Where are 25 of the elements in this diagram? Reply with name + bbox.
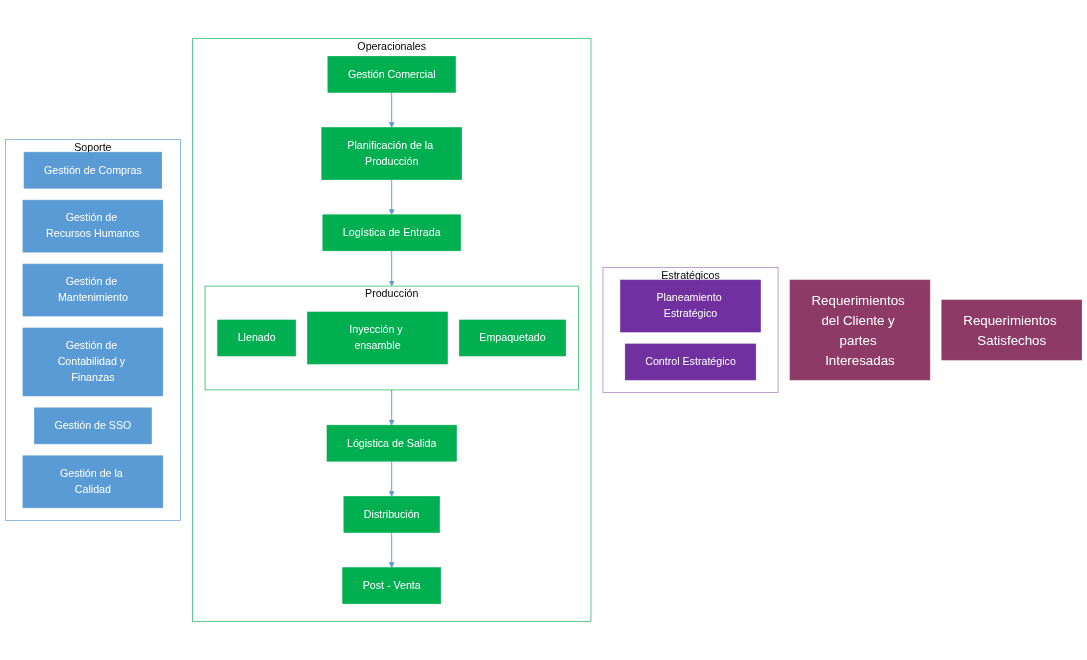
node-box: Gestión Comercial <box>327 56 456 93</box>
node-box: Gestión de Compras <box>23 151 163 189</box>
arrow <box>388 460 395 497</box>
node-box: Control Estratégico <box>624 343 757 381</box>
node-box: Logística de Entrada <box>322 214 461 252</box>
node-box: Requerimientos del Cliente y partes Interesadas <box>789 279 931 381</box>
node-box: Distribución <box>343 496 440 533</box>
node-box: Post - Venta <box>342 567 442 604</box>
arrow <box>388 389 395 426</box>
node-box: Gestión de la Calidad <box>22 455 164 509</box>
node-box: Planeamiento Estratégico <box>620 279 761 333</box>
node-box: Gestión de Mantenimiento <box>22 263 164 317</box>
node-box: Gestión de Contabilidad y Finanzas <box>22 327 164 397</box>
node-box: Gestión de SSO <box>34 407 152 445</box>
node-box: Llenado <box>217 319 296 357</box>
node-box: Planificación de la Producción <box>321 127 462 180</box>
arrow <box>388 250 395 287</box>
node-box: Gestión de Recursos Humanos <box>22 199 164 253</box>
node-box: Inyección y ensamble <box>307 311 448 365</box>
node-box: Requerimientos Satisfechos <box>941 299 1082 361</box>
node-box: Lógistica de Salida <box>326 424 457 462</box>
node-box: Empaquetado <box>459 319 566 357</box>
arrow <box>388 179 395 216</box>
arrow <box>388 531 395 568</box>
arrow <box>388 91 395 128</box>
